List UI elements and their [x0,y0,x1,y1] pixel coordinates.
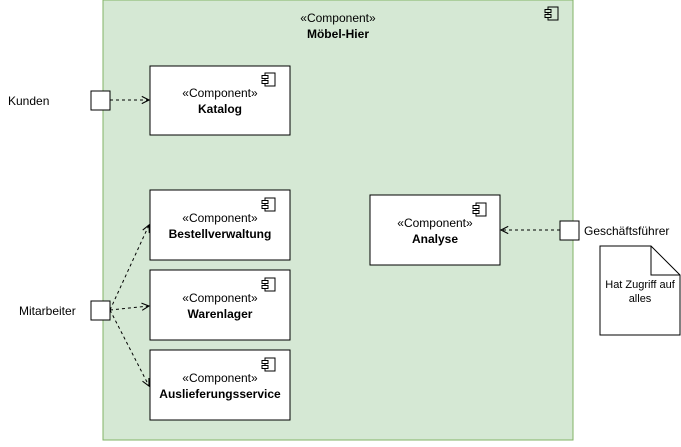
port-geschaeftsfuehrer[interactable] [559,220,580,241]
component-name: Katalog [198,102,242,116]
component-stereotype: «Component» [182,86,258,100]
note-text-line-2: alles [629,293,652,305]
component-stereotype: «Component» [397,216,473,230]
component-warenlager[interactable]: «Component» Warenlager [149,269,291,341]
note-text-line-1: Hat Zugriff auf [605,279,675,291]
component-katalog[interactable]: «Component» Katalog [149,65,291,136]
component-icon [544,6,559,21]
component-name: Warenlager [188,307,253,321]
component-analyse[interactable]: «Component» Analyse [369,194,501,266]
port-mitarbeiter[interactable] [90,300,111,321]
component-icon [261,72,276,87]
component-icon [261,197,276,212]
component-stereotype: «Component» [182,291,258,305]
note[interactable]: Hat Zugriff auf alles [599,245,681,336]
dependency-arrow-mitarbeiter-auslieferungsservice [109,309,149,386]
component-name: Auslieferungsservice [159,387,281,401]
port-kunden[interactable] [90,90,111,111]
port-label-mitarbeiter: Mitarbeiter [19,304,76,318]
component-icon [261,277,276,292]
component-icon [472,202,487,217]
component-icon [261,357,276,372]
port-label-geschaeftsfuehrer: Geschäftsführer [584,224,669,238]
outer-stereotype: «Component» [300,11,376,25]
outer-title: Möbel-Hier [307,27,369,41]
component-stereotype: «Component» [182,211,258,225]
component-name: Bestellverwaltung [169,227,272,241]
component-name: Analyse [412,232,458,246]
component-stereotype: «Component» [182,371,258,385]
component-bestellverwaltung[interactable]: «Component» Bestellverwaltung [149,189,291,261]
port-label-kunden: Kunden [8,94,49,108]
component-auslieferungsservice[interactable]: «Component» Auslieferungsservice [149,349,291,421]
dependency-arrow-mitarbeiter-warenlager [109,306,149,310]
